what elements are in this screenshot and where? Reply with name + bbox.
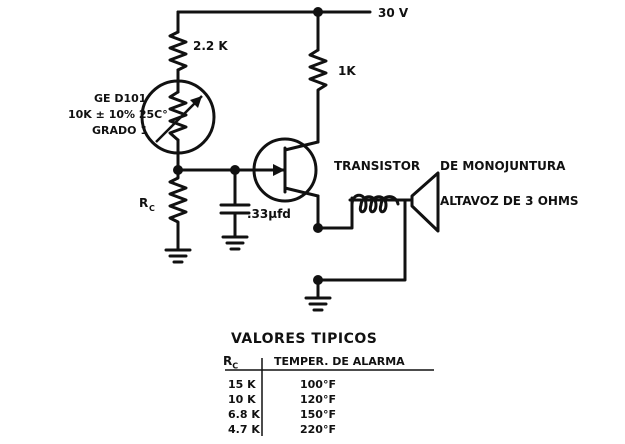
table-cell-rc: 15 K [228, 378, 256, 391]
table-cell-temp: 220°F [300, 423, 336, 436]
wire-to-coil [316, 196, 354, 230]
transistor-lead-top [283, 140, 320, 152]
resistor-2k2-label: 2.2 K [193, 39, 228, 53]
resistor-rc [168, 168, 188, 252]
junction-dot [230, 165, 240, 175]
table-cell-rc: 4.7 K [228, 423, 260, 436]
coil-turns [350, 193, 400, 214]
table-cell-temp: 120°F [300, 393, 336, 406]
wire-coil-right [316, 198, 407, 300]
thermistor-label-2: 10K ± 10% 25C° [68, 108, 168, 121]
junction-dot [173, 165, 183, 175]
table-cell-temp: 100°F [300, 378, 336, 391]
junction-dot [313, 275, 323, 285]
table-header-rc-sub: C [232, 361, 239, 371]
transistor-lead-bottom [283, 186, 320, 198]
thermistor-label-1: GE D101 [94, 92, 146, 105]
rc-label-sub: C [149, 204, 155, 213]
table-cell-temp: 150°F [300, 408, 336, 421]
ground-output [304, 296, 332, 312]
table-title: VALORES TIPICOS [231, 331, 378, 347]
transistor-emitter-arrow [273, 164, 285, 176]
thermistor-label-3: GRADO 1 [92, 124, 148, 137]
table-header-rc-main: R [223, 354, 233, 368]
ground-rc [164, 248, 192, 264]
speaker-label: ALTAVOZ DE 3 OHMS [440, 194, 579, 208]
table-header-temp: TEMPER. DE ALARMA [274, 355, 405, 368]
transistor-label: TRANSISTOR [334, 159, 420, 173]
thermistor-arrowhead [190, 96, 202, 108]
junction-dot [313, 223, 323, 233]
speaker-cone [410, 171, 440, 233]
transistor-body [252, 137, 318, 203]
supply-label: 30 V [378, 6, 409, 20]
resistor-2k2 [168, 30, 188, 72]
ground-cap [221, 235, 249, 251]
table-header-rc: RC [223, 354, 238, 370]
thermistor-resistor [168, 90, 188, 142]
table-cell-rc: 10 K [228, 393, 256, 406]
resistor-1k-label: 1K [338, 64, 356, 78]
junction-dot [313, 7, 323, 17]
table-cell-rc: 6.8 K [228, 408, 260, 421]
resistor-1k [308, 48, 328, 144]
thermistor-body [140, 79, 216, 155]
rc-label: R [139, 196, 148, 210]
capacitor-label: .33μfd [247, 207, 291, 221]
transistor-label-2: DE MONOJUNTURA [440, 159, 566, 173]
